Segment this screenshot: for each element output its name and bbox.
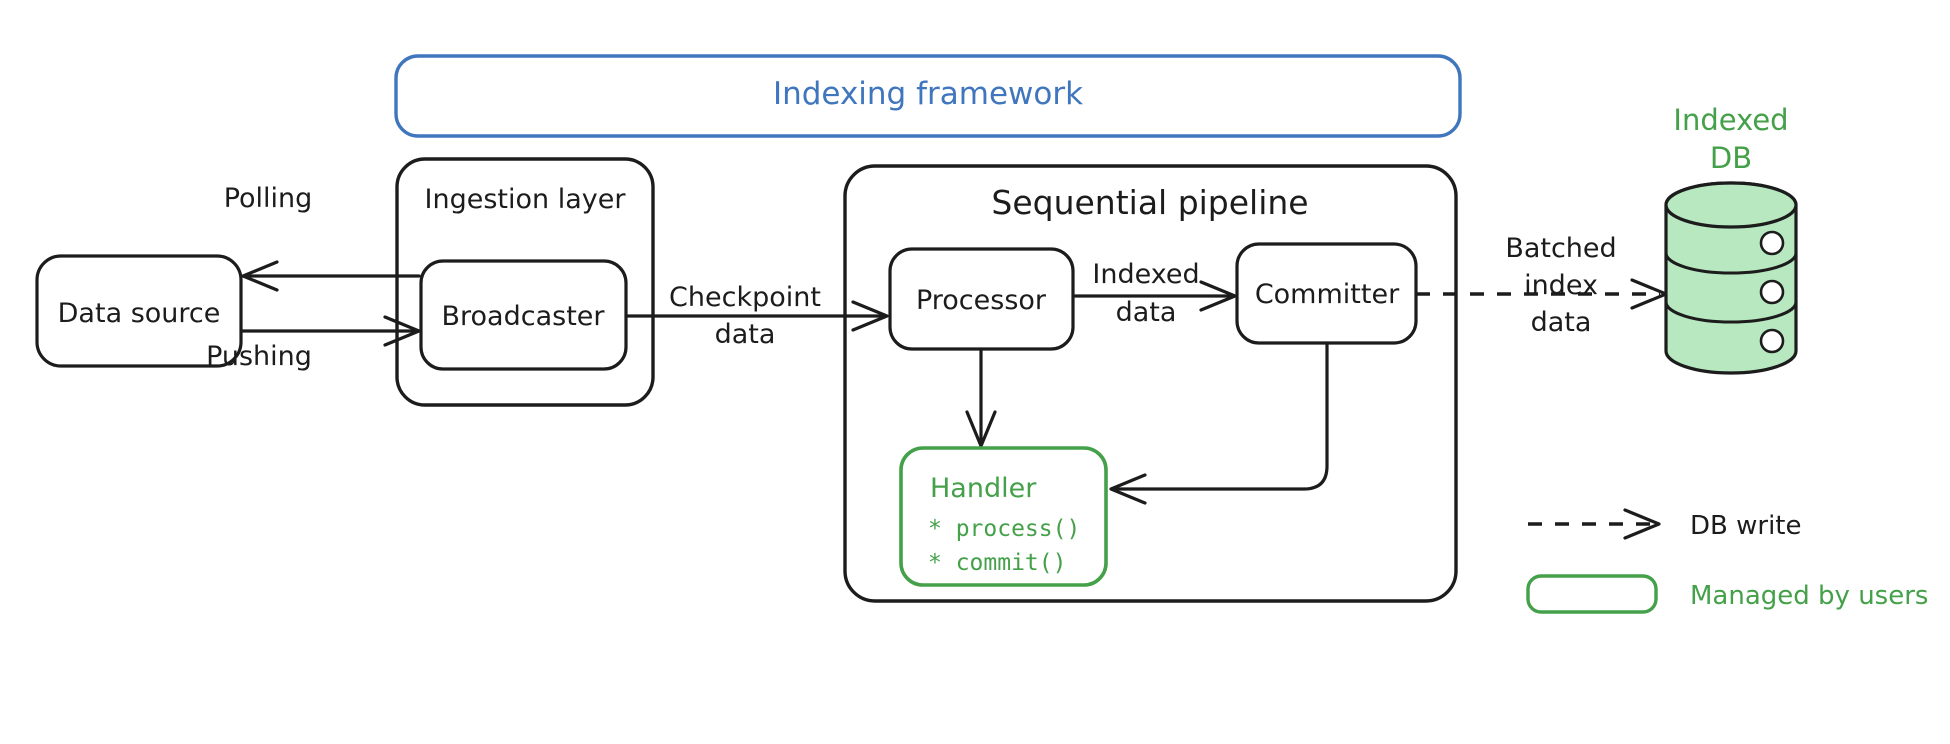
ingestion-layer-border [395,157,655,407]
legend-label-managed-by-users: Managed by users [1690,581,1928,611]
group-sequential-pipeline[interactable]: Sequential pipeline [843,164,1458,603]
node-data-source[interactable]: Data source [35,254,243,368]
committer-handler-line [1112,341,1329,491]
committer-handler-arrow-head [1109,473,1147,505]
db-band-divider-2 [1664,300,1798,324]
checkpoint-label-line2: data [715,319,776,350]
batched-label-line1: Batched [1505,233,1616,264]
indexed-db-label-line1: Indexed [1673,103,1788,137]
node-committer[interactable]: Committer [1235,242,1418,345]
handler-method-commit: * commit() [928,550,1066,576]
group-ingestion-layer[interactable]: Ingestion layer [395,157,655,407]
pushing-label: Pushing [206,341,312,372]
polling-arrow-head [241,260,279,292]
edge-indexed-data: Indexed data [1071,259,1237,328]
processor-handler-arrow-head [965,410,997,448]
handler-label: Handler [930,473,1037,504]
data-source-label: Data source [58,298,221,329]
handler-method-process: * process() [928,516,1080,542]
committer-label: Committer [1255,279,1400,310]
db-indicator-dot-3 [1759,328,1785,354]
legend-item-managed-by-users[interactable]: Managed by users [1526,574,1928,614]
sequential-pipeline-label: Sequential pipeline [991,183,1308,222]
indexing-framework-container[interactable]: Indexing framework [394,54,1462,138]
broadcaster-label: Broadcaster [442,301,606,332]
edge-pushing: Pushing [206,315,421,372]
indexed-label-line1: Indexed [1092,259,1199,290]
data-source-box [35,254,243,368]
node-indexed-db[interactable]: Indexed DB [1664,103,1798,375]
db-indicator-dot-1 [1759,230,1785,256]
legend-label-db-write: DB write [1690,511,1802,541]
edge-batched-index-data: Batched index data [1416,233,1668,338]
node-broadcaster[interactable]: Broadcaster [419,259,628,371]
pushing-arrow-head [383,315,421,347]
indexed-db-label-line2: DB [1710,141,1752,175]
edge-processor-to-handler [965,347,997,448]
batched-label-line2: index [1524,270,1598,301]
edge-committer-to-handler [1109,341,1329,505]
edge-polling: Polling [224,183,421,292]
edge-checkpoint-data: Checkpoint data [624,282,889,350]
sequential-pipeline-border [843,164,1458,603]
batched-label-line3: data [1531,307,1592,338]
checkpoint-arrow-head [851,300,889,332]
legend-item-db-write[interactable]: DB write [1528,508,1802,541]
db-indicator-dot-2 [1759,279,1785,305]
database-cylinder-icon [1664,181,1798,375]
legend-dashed-arrow-head [1623,508,1661,540]
handler-box [899,446,1108,587]
polling-label: Polling [224,183,313,214]
indexed-label-line2: data [1116,297,1177,328]
db-cylinder-top [1664,181,1798,229]
ingestion-layer-label: Ingestion layer [425,184,627,215]
legend: DB write Managed by users [1526,508,1928,614]
legend-green-box [1526,574,1658,614]
indexing-framework-border [394,54,1462,138]
indexed-arrow-head [1199,280,1237,312]
node-processor[interactable]: Processor [888,247,1075,351]
indexing-framework-label: Indexing framework [773,76,1083,112]
node-handler[interactable]: Handler * process() * commit() [899,446,1108,587]
checkpoint-label-line1: Checkpoint [669,282,821,313]
processor-label: Processor [916,285,1047,316]
db-band-divider-1 [1664,251,1798,275]
